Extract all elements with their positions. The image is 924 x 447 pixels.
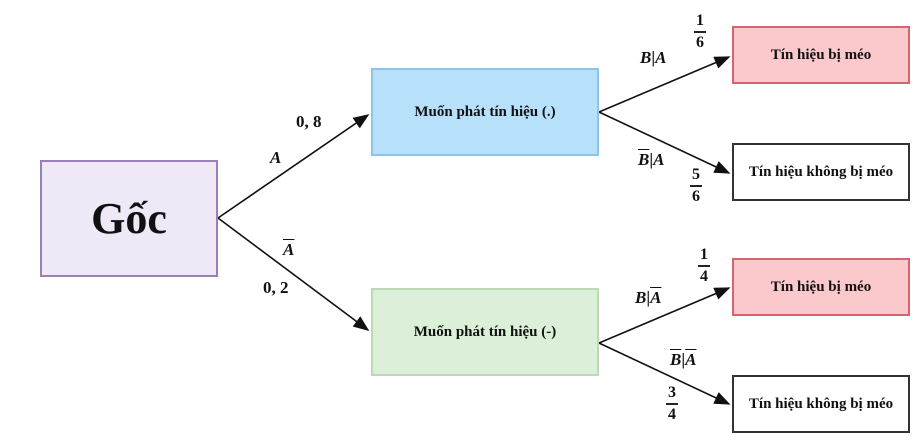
send-dash-node: Muốn phát tín hiệu (-) xyxy=(371,288,599,376)
leaf-label: Tín hiệu không bị méo xyxy=(748,395,894,412)
event-sep: | xyxy=(646,288,651,307)
event-root-to-dash: A xyxy=(283,240,295,259)
leaf-distorted-1: Tín hiệu bị méo xyxy=(732,26,910,84)
denominator: 6 xyxy=(692,187,700,205)
numerator: 1 xyxy=(696,12,704,29)
leaf-clean-1: Tín hiệu không bị méo xyxy=(732,143,910,201)
send-dot-label: Muốn phát tín hiệu (.) xyxy=(414,103,556,120)
denominator: 4 xyxy=(668,405,676,423)
event-dash-to-leaf4: B|A xyxy=(670,350,696,370)
event-root-to-dot: A xyxy=(270,148,282,167)
denominator: 6 xyxy=(696,33,704,51)
prob-root-to-dot: 0, 8 xyxy=(296,112,322,131)
event-left: B xyxy=(635,288,647,307)
edge-dash-to-leaf3 xyxy=(598,287,731,344)
leaf-label: Tín hiệu không bị méo xyxy=(748,163,894,180)
edge-root-to-dot xyxy=(217,114,370,219)
event-right: A xyxy=(653,150,665,169)
event-left: B xyxy=(670,350,682,369)
event-right: A xyxy=(650,288,662,307)
leaf-label: Tín hiệu bị méo xyxy=(770,278,872,295)
event-sep: | xyxy=(649,150,654,169)
numerator: 5 xyxy=(692,166,700,183)
event-left: B xyxy=(638,150,650,169)
prob-root-to-dash: 0, 2 xyxy=(263,278,289,297)
leaf-clean-2: Tín hiệu không bị méo xyxy=(732,375,910,433)
edge-dash-to-leaf4 xyxy=(598,342,731,405)
root-label: Gốc xyxy=(91,194,167,243)
edge-root-to-dash xyxy=(217,217,370,331)
send-dot-node: Muốn phát tín hiệu (.) xyxy=(371,68,599,156)
event-right: A xyxy=(685,350,697,369)
leaf-label: Tín hiệu bị méo xyxy=(770,46,872,63)
edge-dot-to-leaf2 xyxy=(598,111,731,174)
event-sep: | xyxy=(681,350,686,369)
event-right: A xyxy=(655,48,667,67)
numerator: 3 xyxy=(668,384,676,401)
edge-dot-to-leaf1 xyxy=(598,56,731,113)
event-dot-to-leaf2: B|A xyxy=(638,150,664,170)
root-node: Gốc xyxy=(40,160,218,277)
leaf-distorted-2: Tín hiệu bị méo xyxy=(732,258,910,316)
event-dash-to-leaf3: B|A xyxy=(635,288,661,308)
denominator: 4 xyxy=(700,267,708,285)
event-dot-to-leaf1: B|A xyxy=(640,48,666,68)
event-sep: | xyxy=(651,48,656,67)
numerator: 1 xyxy=(700,246,708,263)
event-left: B xyxy=(640,48,652,67)
send-dash-label: Muốn phát tín hiệu (-) xyxy=(413,323,557,340)
